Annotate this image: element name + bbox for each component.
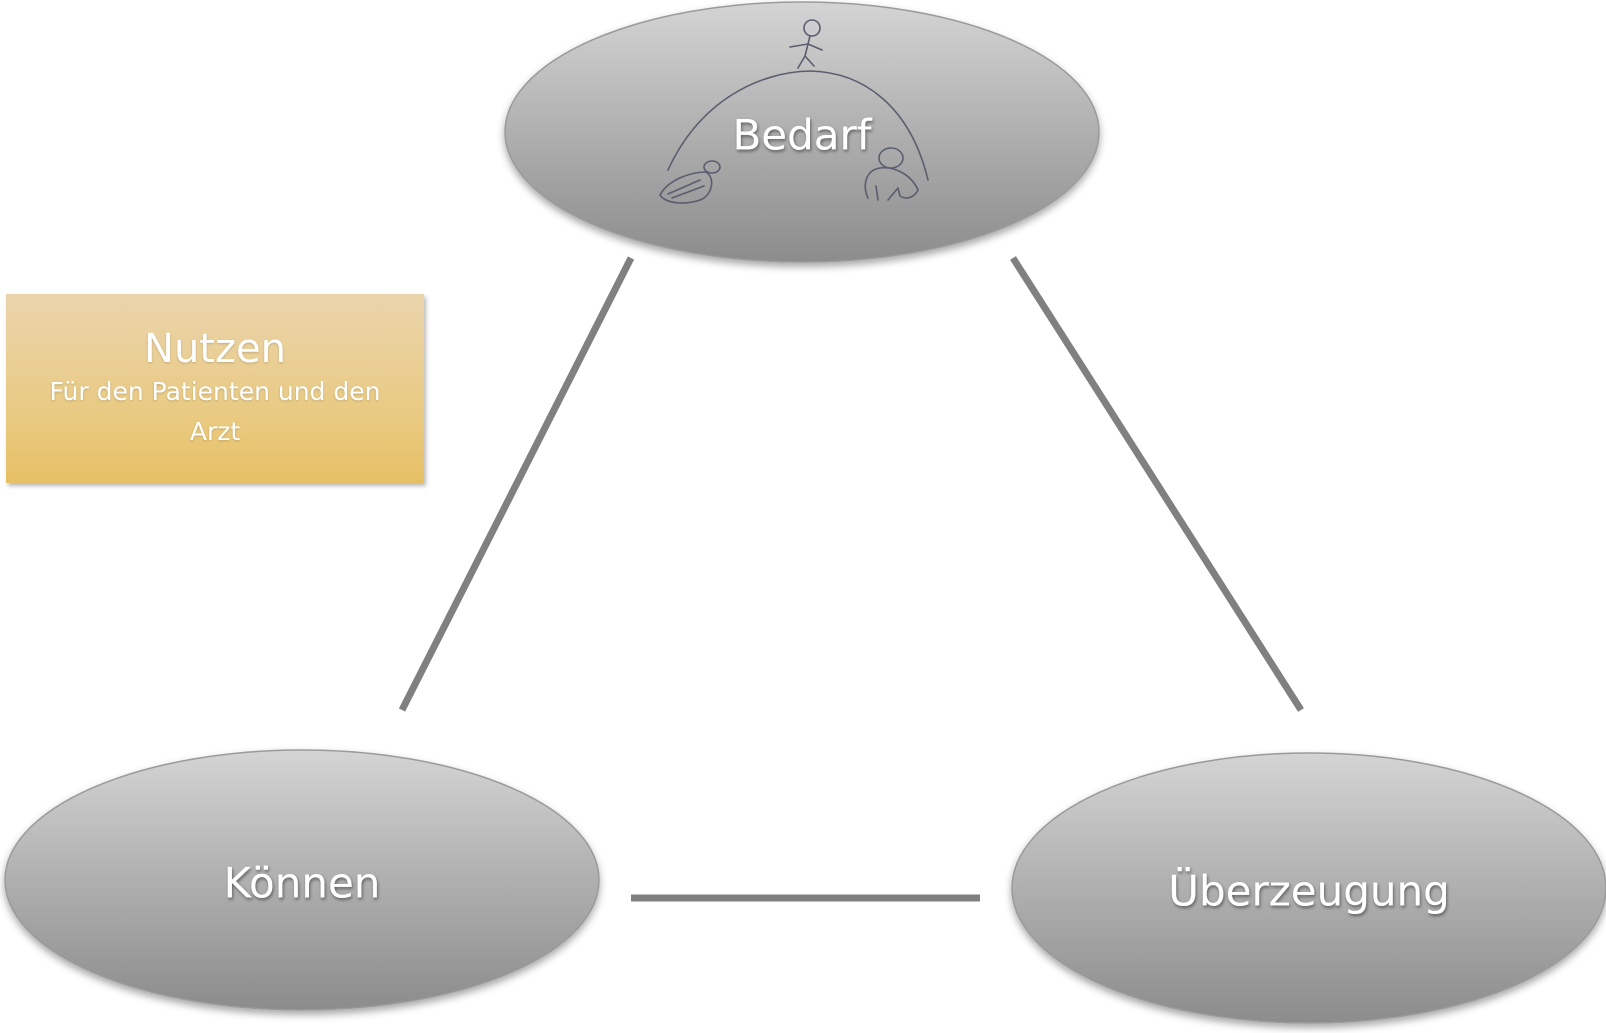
node-koennen-label: Können: [224, 859, 381, 908]
node-bedarf-label: Bedarf: [732, 111, 872, 160]
hill-with-stick-figure-sketch-icon: [659, 19, 929, 204]
node-ueberzeugung-shape: [1011, 752, 1606, 1024]
connector-bedarf-ueberzeugung: [1010, 256, 1304, 712]
benefit-box: Nutzen Für den Patienten und den Arzt: [6, 294, 424, 483]
node-ueberzeugung-label: Überzeugung: [1168, 866, 1450, 916]
node-koennen-shape: [4, 749, 600, 1011]
connector-bedarf-koennen: [398, 256, 635, 712]
benefit-subtitle: Für den Patienten und den Arzt: [49, 376, 381, 446]
node-ueberzeugung: Überzeugung: [1011, 752, 1606, 1024]
node-bedarf: Bedarf: [504, 1, 1100, 263]
benefit-title: Nutzen: [144, 325, 286, 372]
node-koennen: Können: [4, 749, 600, 1011]
node-bedarf-shape: [504, 1, 1100, 263]
